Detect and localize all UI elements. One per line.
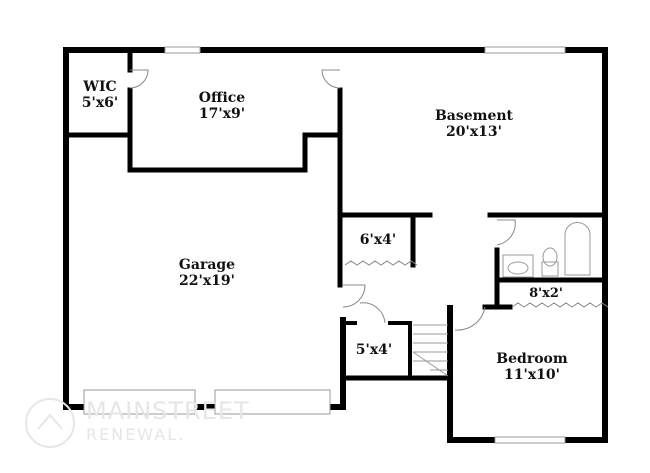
watermark-logo: MAINSTREET RENEWAL. [24,395,264,455]
room-name: Bedroom [496,351,568,367]
windows [83,46,566,444]
room-closet-8x2: 8'x2' [529,286,563,302]
room-size: 11'x10' [504,367,560,383]
watermark-line1: MAINSTREET [86,397,250,425]
watermark-line2: RENEWAL. [86,425,186,444]
room-size: 17'x9' [198,106,246,122]
stairs [412,324,449,377]
room-closet-5x4: 5'x4' [356,342,392,358]
room-name: Garage [178,257,236,273]
room-name: Office [198,90,246,106]
room-name: Basement [434,108,514,124]
toilet-icon [541,261,559,277]
room-size: 6'x4' [359,232,397,248]
room-size: 20'x13' [446,124,502,140]
room-size: 22'x19' [179,273,235,289]
house-logo-icon [25,398,75,448]
walls [63,47,608,443]
room-size: 5'x4' [355,342,393,358]
room-size: 5'x6' [81,95,119,111]
bathtub-icon [564,222,591,276]
sink-icon [502,254,534,278]
room-closet-6x4: 6'x4' [360,232,396,248]
room-name: WIC [83,79,117,95]
room-size: 8'x2' [529,286,563,301]
doors [129,69,609,331]
bathroom-fixtures [502,222,591,278]
